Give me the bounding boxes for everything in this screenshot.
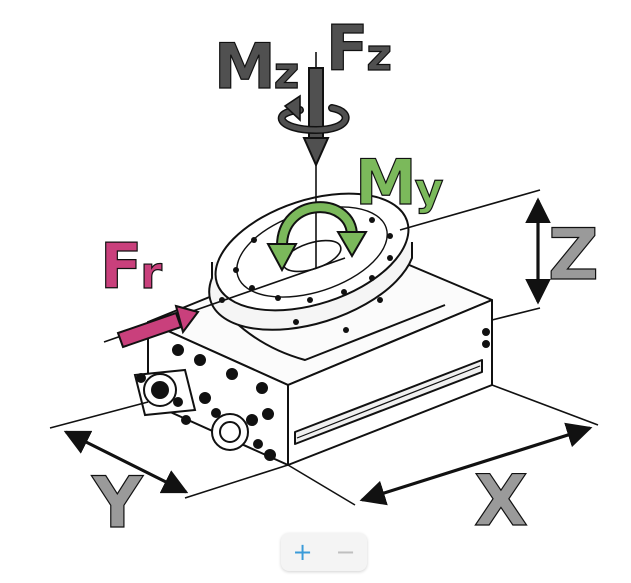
my-moment-arrow <box>266 201 368 273</box>
y-axis-label: Y <box>91 462 143 544</box>
zoom-in-button[interactable]: + <box>287 537 319 567</box>
fr-force-arrow <box>103 257 346 349</box>
fz-label: Fz <box>325 12 392 85</box>
z-axis-label: Z <box>547 214 599 296</box>
my-label: My <box>354 146 444 219</box>
zoom-controls: + − <box>281 533 367 571</box>
mz-moment-arrow <box>277 94 350 135</box>
fr-label: Fr <box>99 230 163 303</box>
x-axis-label: X <box>473 460 528 542</box>
zoom-out-button[interactable]: − <box>330 537 362 567</box>
rotary-table <box>208 192 413 333</box>
dimension-lines <box>49 189 599 506</box>
y-dimension-arrow <box>63 430 189 494</box>
fz-force-arrow <box>302 52 330 268</box>
mz-label: Mz <box>213 30 300 103</box>
base-front-details <box>133 344 276 461</box>
x-dimension-arrow <box>359 422 593 506</box>
